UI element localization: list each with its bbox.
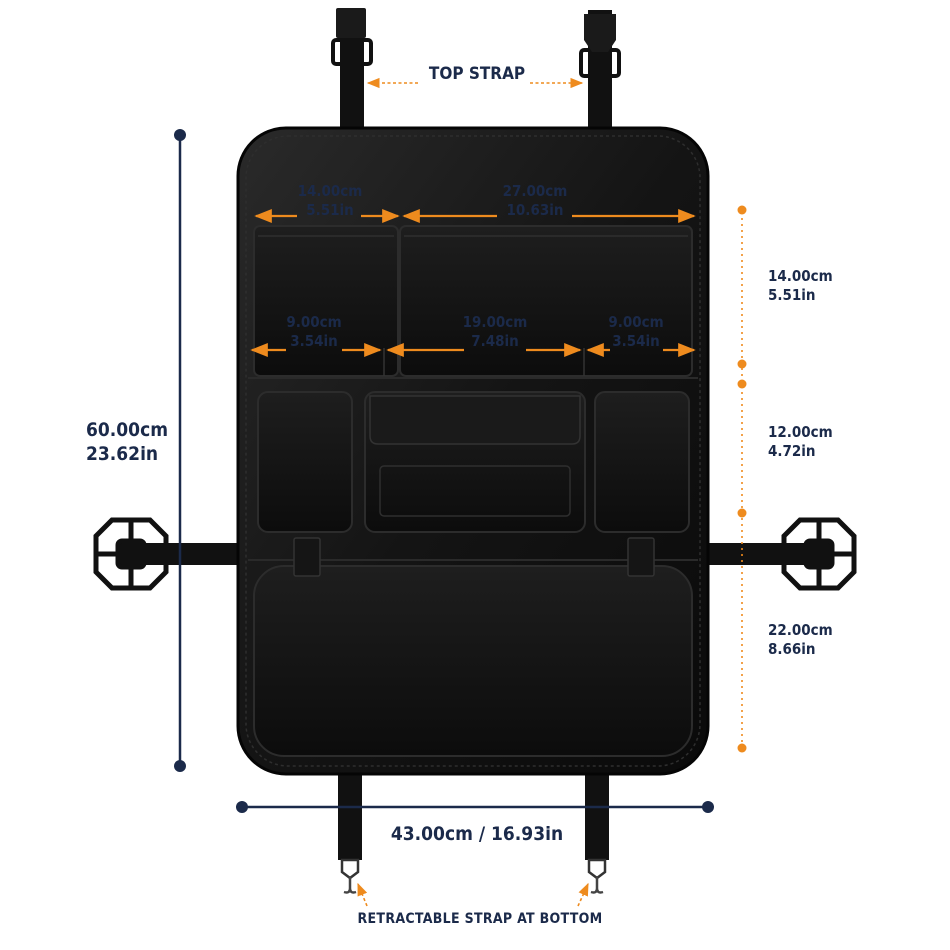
- bottom-strap-arrow-right: [577, 882, 589, 907]
- bottom-strap-left: [338, 770, 362, 894]
- bottom-pocket: [253, 565, 693, 757]
- section-height-markers: [737, 205, 747, 753]
- tissue-flap: [369, 395, 581, 445]
- hook-icon: [343, 876, 357, 894]
- headrest-clip-icon: [781, 517, 857, 591]
- bottom-section-height-label: 22.00cm 8.66in: [768, 621, 833, 658]
- top-section-height-label: 14.00cm 5.51in: [768, 267, 833, 304]
- cup-holder-right-width-label: 9.00cm 3.54in: [608, 313, 664, 350]
- overall-height-line: [174, 129, 186, 772]
- top-left-pocket-width-label: 14.00cm 5.51in: [297, 182, 363, 219]
- bottom-strap-label: RETRACTABLE STRAP AT BOTTOM: [357, 911, 603, 927]
- cup-holder-left-width-label: 9.00cm 3.54in: [286, 313, 342, 350]
- tissue-pocket-width-label: 19.00cm 7.48in: [462, 313, 528, 350]
- top-right-pocket: [399, 225, 693, 377]
- pocket-width-arrows: [250, 208, 696, 358]
- bottom-strap-right: [585, 770, 609, 894]
- top-strap-left: [331, 8, 373, 135]
- overall-width-line: [236, 801, 714, 813]
- top-left-pocket: [253, 225, 399, 377]
- bottom-strap-arrow-left: [357, 882, 368, 907]
- headrest-clip-icon: [93, 517, 169, 591]
- cup-holder-right: [594, 391, 690, 533]
- top-right-pocket-width-label: 27.00cm 10.63in: [502, 182, 568, 219]
- cup-holder-left: [257, 391, 353, 533]
- overall-width-label: 43.00cm / 16.93in: [390, 823, 564, 845]
- top-strap-label: TOP STRAP: [428, 64, 526, 84]
- middle-section-height-label: 12.00cm 4.72in: [768, 423, 833, 460]
- overall-height-label: 60.00cm 23.62in: [86, 419, 169, 465]
- top-strap-right: [579, 10, 621, 135]
